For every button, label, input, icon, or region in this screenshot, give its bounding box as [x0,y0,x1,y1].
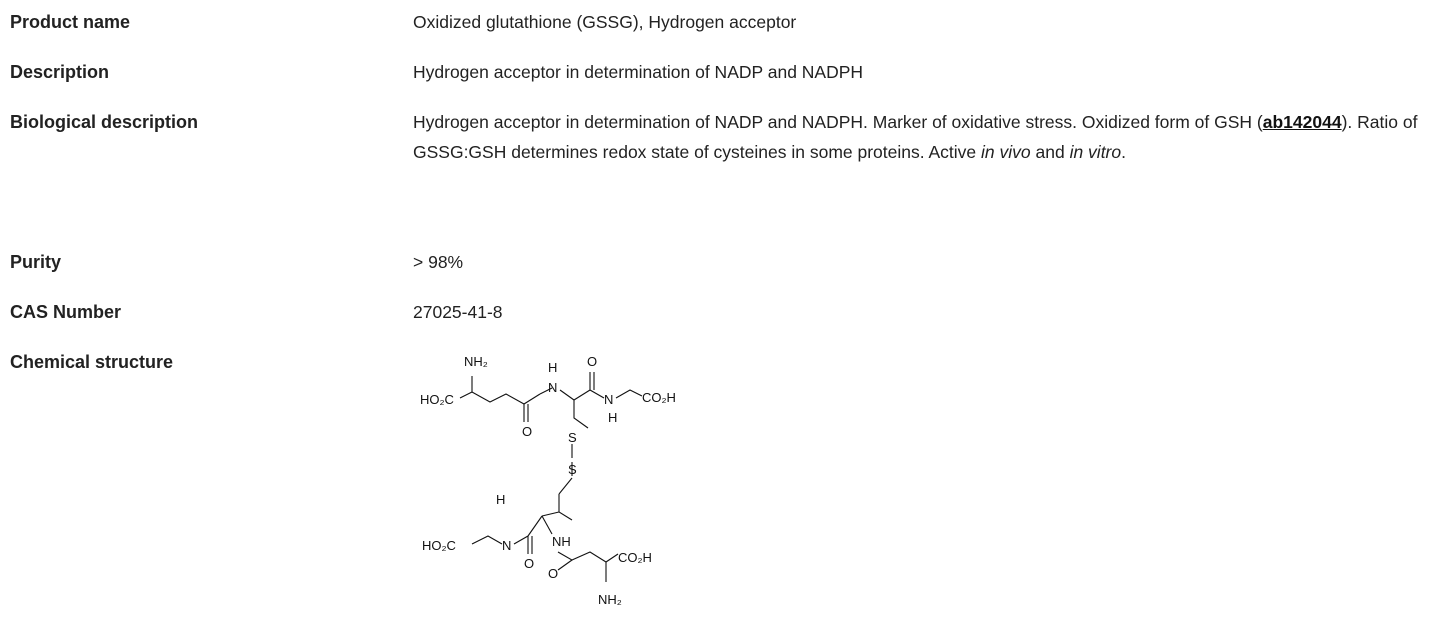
value-biological-description: Hydrogen acceptor in determination of NA… [413,107,1423,167]
value-product-name: Oxidized glutathione (GSSG), Hydrogen ac… [413,12,797,32]
chemical-structure-diagram: NH₂ H N O N H CO₂H HO₂C O S S H HO₂C N N… [420,354,676,607]
structure-h-top2: H [608,410,617,425]
structure-ho2c-top: HO₂C [420,392,454,407]
bio-italic-in-vivo: in vivo [981,142,1031,162]
structure-co2h-top: CO₂H [642,390,676,405]
structure-s2: S [568,462,577,477]
value-cas-number: 27025-41-8 [413,302,503,322]
bio-text-4: . [1121,142,1126,162]
bio-text-1: Hydrogen acceptor in determination of NA… [413,112,1263,132]
label-purity: Purity [10,252,62,272]
label-cas-number: CAS Number [10,302,122,322]
structure-o-top2: O [522,424,532,439]
structure-o-bot2: O [548,566,558,581]
structure-ho2c-bot: HO₂C [422,538,456,553]
bio-text-2: ). Ratio of GSSG:GSH determines redox st… [413,112,1418,162]
bio-italic-in-vitro: in vitro [1069,142,1122,162]
structure-o-top1: O [587,354,597,369]
bio-text-3: and [1030,142,1070,162]
structure-nh2-top: NH₂ [464,354,488,369]
label-description: Description [10,62,110,82]
structure-bonds [459,372,643,582]
structure-nh-bot: NH [552,534,571,549]
structure-s1: S [568,430,577,445]
value-purity: > 98% [413,252,464,272]
structure-nh2-bot: NH₂ [598,592,622,607]
structure-n-top1: N [548,380,557,395]
label-product-name: Product name [10,12,131,32]
structure-n-bot1: N [502,538,511,553]
structure-h-top1: H [548,360,557,375]
value-description: Hydrogen acceptor in determination of NA… [413,62,864,82]
label-biological-description: Biological description [10,112,199,132]
structure-co2h-bot: CO₂H [618,550,652,565]
structure-n-top2: N [604,392,613,407]
structure-o-bot1: O [524,556,534,571]
label-chemical-structure: Chemical structure [10,352,174,372]
structure-h-bot1: H [496,492,505,507]
ab142044-link[interactable]: ab142044 [1262,112,1342,132]
